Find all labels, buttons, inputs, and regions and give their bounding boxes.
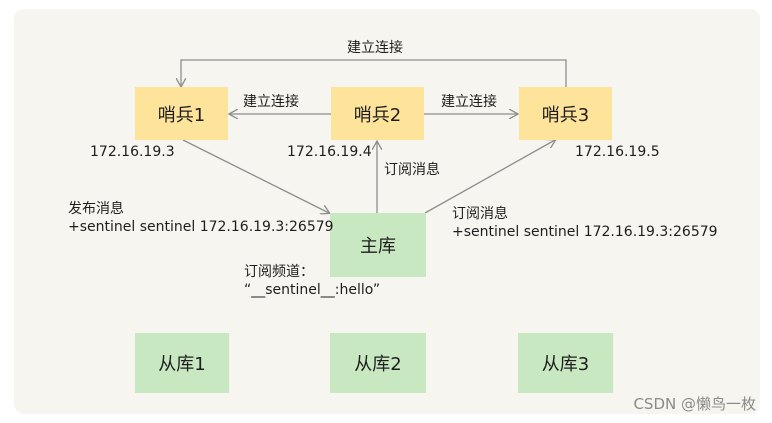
replica-1-label: 从库1	[158, 354, 206, 375]
connect-label-left: 建立连接	[243, 94, 299, 110]
connect-label-top: 建立连接	[347, 40, 403, 56]
sentinel-2-ip: 172.16.19.4	[287, 144, 372, 160]
master-node: 主库	[330, 213, 426, 277]
replica-2-label: 从库2	[354, 354, 402, 375]
sentinel-2-label: 哨兵2	[353, 104, 402, 126]
publish-title: 发布消息	[68, 201, 124, 217]
csdn-watermark: CSDN @懒鸟一枚	[633, 395, 756, 413]
sentinel-3-label: 哨兵3	[541, 104, 590, 126]
channel-name: “__sentinel__:hello”	[244, 282, 381, 298]
subscribe-arrow-right	[424, 140, 555, 214]
publish-arrow	[182, 139, 329, 213]
sentinel-3-ip: 172.16.19.5	[575, 144, 660, 160]
sentinel-1-node: 哨兵1	[135, 87, 228, 140]
connect-label-right: 建立连接	[441, 94, 497, 110]
replica-1-node: 从库1	[135, 333, 229, 393]
master-label: 主库	[360, 236, 396, 257]
subscribe-label-center: 订阅消息	[384, 162, 440, 178]
sentinel-2-node: 哨兵2	[331, 87, 424, 140]
replica-2-node: 从库2	[330, 333, 426, 393]
publish-body: +sentinel sentinel 172.16.19.3:26579	[68, 219, 334, 235]
sentinel-1-label: 哨兵1	[157, 104, 206, 126]
sentinel-1-ip: 172.16.19.3	[90, 144, 175, 160]
connect-arrow-top	[181, 59, 567, 87]
subscribe-right-body: +sentinel sentinel 172.16.19.3:26579	[452, 224, 718, 240]
channel-title: 订阅频道：	[244, 264, 314, 280]
replica-3-label: 从库3	[541, 354, 590, 375]
replica-3-node: 从库3	[518, 333, 613, 393]
sentinel-3-node: 哨兵3	[519, 87, 612, 140]
subscribe-right-title: 订阅消息	[452, 206, 508, 222]
